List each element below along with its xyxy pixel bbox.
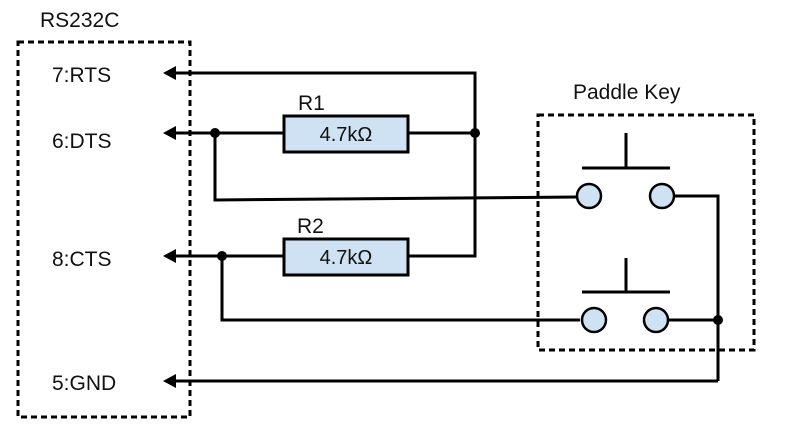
paddle-key-box [536,113,756,352]
switch-lower-contact-right [642,306,670,334]
resistor-r2 [282,237,410,277]
resistor-r2-label: R2 [297,215,324,238]
arrow-gnd [163,374,176,388]
switch-lower-contact-left [580,306,608,334]
wire-switch-common [674,194,720,381]
resistor-r1 [282,114,410,154]
arrow-cts [163,249,176,263]
pin-label-cts: 8:CTS [52,248,112,271]
resistor-r1-label: R1 [298,92,325,115]
rs232c-connector-box [16,40,192,419]
pin-label-rts: 7:RTS [52,64,111,87]
paddle-key-title: Paddle Key [573,81,681,104]
junction-bus [470,128,480,138]
pin-label-gnd: 5:GND [52,372,116,395]
rs232c-title: RS232C [40,9,119,32]
wire-rts-bus [176,71,477,258]
junction-dts [210,128,220,138]
pin-label-dts: 6:DTS [52,130,112,153]
wire-cts-switch [220,256,580,322]
junction-common [713,315,723,325]
resistor-r2-value: 4.7kΩ [320,247,373,269]
switch-upper-contact-left [575,182,603,210]
resistor-r1-value: 4.7kΩ [320,124,373,146]
arrow-dts [163,126,176,140]
arrow-rts [163,66,176,80]
junction-cts [217,251,227,261]
wire-dts-switch [213,133,578,202]
switch-upper-contact-right [648,182,676,210]
